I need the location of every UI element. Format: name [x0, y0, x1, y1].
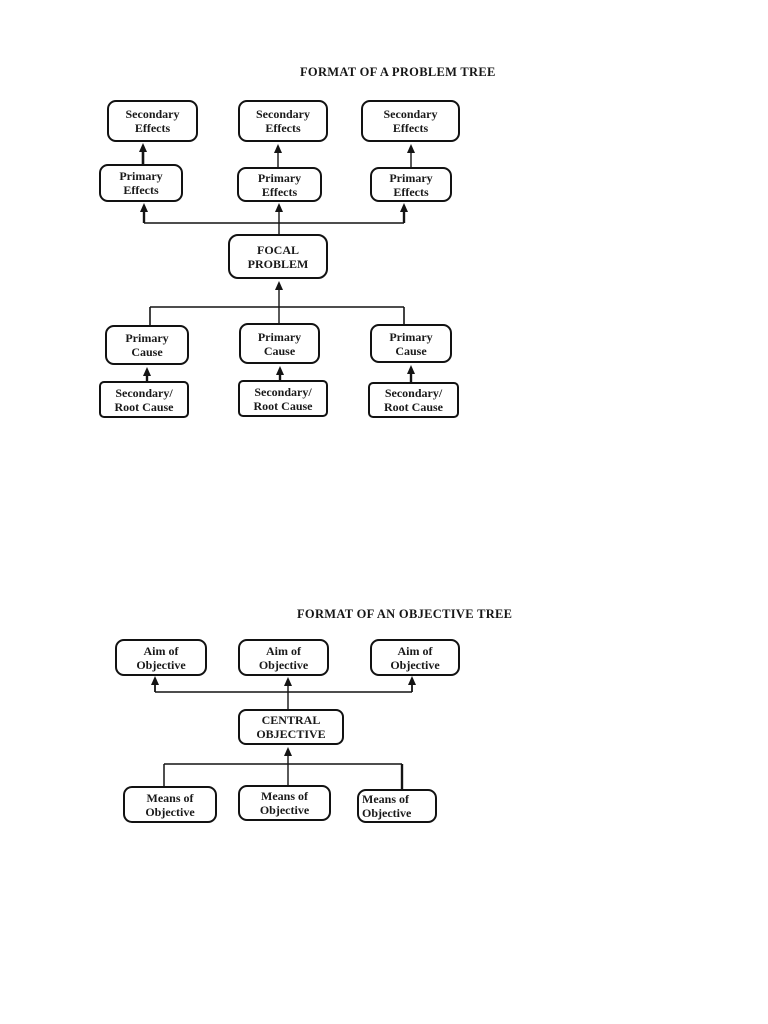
secondary-root-cause-box-1: Secondary/ Root Cause — [99, 381, 189, 418]
arrowhead — [407, 365, 415, 374]
arrowhead — [400, 203, 408, 212]
arrowhead — [276, 366, 284, 375]
primary-cause-box-1: Primary Cause — [105, 325, 189, 365]
secondary-effects-box-1: Secondary Effects — [107, 100, 198, 142]
primary-cause-box-2: Primary Cause — [239, 323, 320, 364]
arrowhead — [275, 203, 283, 212]
central-objective-box: CENTRAL OBJECTIVE — [238, 709, 344, 745]
arrowhead — [275, 281, 283, 290]
arrowhead — [140, 203, 148, 212]
arrowhead — [139, 143, 147, 152]
arrowhead — [151, 676, 159, 685]
arrowhead — [284, 747, 292, 756]
arrowhead — [284, 677, 292, 686]
secondary-effects-box-3: Secondary Effects — [361, 100, 460, 142]
aim-of-objective-box-3: Aim of Objective — [370, 639, 460, 676]
arrowhead — [407, 144, 415, 153]
means-of-objective-box-3: Means of Objective — [357, 789, 437, 823]
primary-effects-box-2: Primary Effects — [237, 167, 322, 202]
primary-effects-box-3: Primary Effects — [370, 167, 452, 202]
arrowhead — [274, 144, 282, 153]
focal-problem-box: FOCAL PROBLEM — [228, 234, 328, 279]
secondary-effects-box-2: Secondary Effects — [238, 100, 328, 142]
primary-cause-box-3: Primary Cause — [370, 324, 452, 363]
objective-tree-title: FORMAT OF AN OBJECTIVE TREE — [297, 607, 513, 621]
arrowhead — [143, 367, 151, 376]
aim-of-objective-box-2: Aim of Objective — [238, 639, 329, 676]
primary-effects-box-1: Primary Effects — [99, 164, 183, 202]
secondary-root-cause-box-3: Secondary/ Root Cause — [368, 382, 459, 418]
secondary-root-cause-box-2: Secondary/ Root Cause — [238, 380, 328, 417]
aim-of-objective-box-1: Aim of Objective — [115, 639, 207, 676]
means-of-objective-box-1: Means of Objective — [123, 786, 217, 823]
means-of-objective-box-2: Means of Objective — [238, 785, 331, 821]
problem-tree-title: FORMAT OF A PROBLEM TREE — [300, 65, 496, 79]
arrowhead — [408, 676, 416, 685]
